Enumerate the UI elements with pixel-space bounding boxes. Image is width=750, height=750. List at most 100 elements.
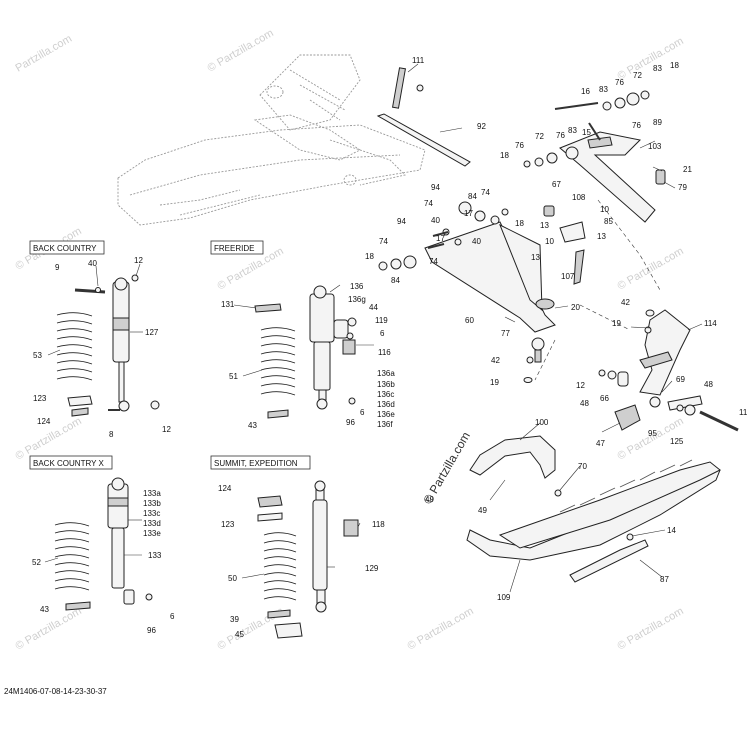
callout-label: 18 [515,219,524,228]
callout-label: 74 [424,199,433,208]
callout-label: 17 [464,209,473,218]
summit-expedition-shock [257,480,359,639]
callout-label: 12 [134,256,143,265]
callout-label: 129 [365,564,379,573]
callout-label: 16 [581,87,590,96]
callout-label: 72 [633,71,642,80]
callout-label: 127 [145,328,159,337]
callout-label: 70 [578,462,587,471]
callout-label: 94 [431,183,440,192]
callout-label: 83 [599,85,608,94]
lower-a-arm-assembly [378,201,586,333]
watermark: © Partzilla.com [616,605,686,652]
group-freeride: FREERIDE [214,244,254,253]
callout-label: 19 [612,319,621,328]
ski-assembly [466,435,721,583]
callout-label: 72 [535,132,544,141]
callout-label: 14 [667,526,676,535]
callout-label: 119 [375,316,388,325]
callout-label: 12 [162,425,171,434]
callout-label: 67 [552,180,561,189]
group-summit-expedition: SUMMIT, EXPEDITION [214,459,298,468]
callout-label: 15 [582,128,591,137]
callout-label: 13 [540,221,549,230]
callout-label: 20 [571,303,580,312]
spindle-assembly [598,309,691,396]
callout-label: 19 [490,378,499,387]
watermark: © Partzilla.com [616,245,686,292]
callout-label: 42 [491,356,500,365]
callout-label: 39 [230,615,239,624]
callout-label: 83 [653,64,662,73]
callout-label: 116 [378,348,391,357]
callout-label: 95 [648,429,657,438]
callout-label: 21 [683,165,692,174]
bushing-69 [667,395,703,411]
callout-label: 10 [600,205,609,214]
watermark: Partzilla.com [14,33,75,75]
callout-label: 136f [377,420,393,429]
callout-label: 124 [37,417,51,426]
callout-label: 47 [596,439,605,448]
bolt-79 [655,169,666,185]
callout-labels: 111 92 16 83 76 72 83 18 76 89 76 72 83 … [32,56,748,639]
group-back-country-x: BACK COUNTRY X [33,459,104,468]
ghost-suspension-illustration [117,54,426,226]
callout-label: 96 [147,626,156,635]
freeride-shock [254,285,357,419]
callout-label: 85 [604,217,613,226]
callout-label: 76 [556,131,565,140]
callout-label: 103 [648,142,662,151]
upper-a-arm [559,131,656,223]
callout-label: 87 [660,575,669,584]
callout-label: 40 [472,237,481,246]
callout-label: 76 [615,78,624,87]
watermark-main: © Partzilla.com [420,429,473,506]
callout-label: 89 [653,118,662,127]
bushing-20 [535,298,555,310]
assembly-guide-lines [534,199,661,381]
ski-handle [469,435,556,479]
callout-label: 13 [531,253,540,262]
callout-label: 74 [481,188,490,197]
callout-label: 49 [478,506,487,515]
callout-label: 136 [350,282,364,291]
tie-rod [376,113,471,167]
callout-label: 43 [40,605,49,614]
callout-label: 51 [229,372,238,381]
callout-label: 136d [377,400,395,409]
callout-label: 77 [501,329,510,338]
callout-label: 74 [429,257,438,266]
callout-label: 109 [497,593,511,602]
watermark: © Partzilla.com [616,35,686,82]
watermark: © Partzilla.com [206,27,276,74]
back-country-x-shock [54,477,153,611]
callout-label: 136g [348,295,366,304]
callout-label: 133a [143,489,161,498]
upper-a-arm-assembly [523,90,666,223]
callout-label: 6 [380,329,385,338]
callout-label: 6 [360,408,365,417]
callout-label: 111 [412,56,425,65]
callout-label: 18 [670,61,679,70]
callout-label: 84 [468,192,477,201]
callout-label: 133e [143,529,161,538]
callout-label: 18 [500,151,509,160]
tie-rod-assembly [376,63,471,167]
callout-label: 6 [170,612,175,621]
callout-label: 133 [148,551,162,560]
rod-107 [573,249,585,285]
callout-label: 40 [431,216,440,225]
callout-label: 107 [561,272,575,281]
callout-label: 94 [397,217,406,226]
callout-label: 133b [143,499,161,508]
callout-label: 74 [379,237,388,246]
callout-label: 92 [477,122,486,131]
leader-lines [44,140,703,593]
callout-label: 131 [221,300,235,309]
group-back-country: BACK COUNTRY [33,244,97,253]
pivot-rod [391,67,407,109]
callout-label: 125 [670,437,684,446]
callout-label: 123 [221,520,235,529]
callout-label: 84 [391,276,400,285]
